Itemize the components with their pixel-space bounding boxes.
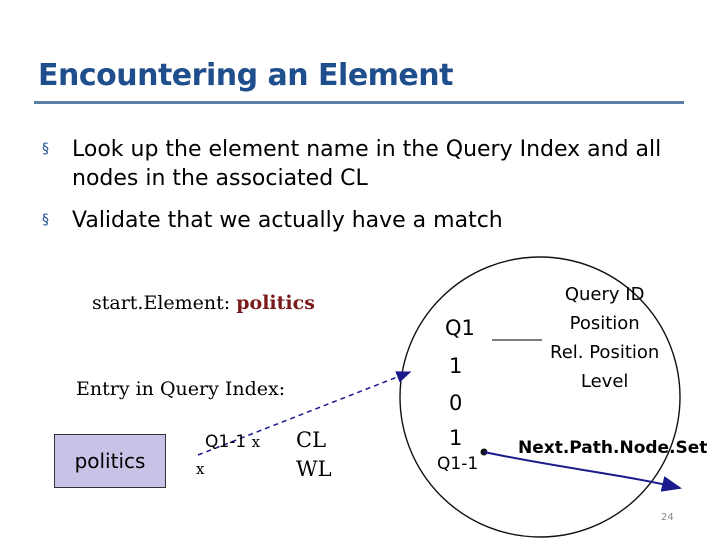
node-next-query: Q1-1 — [437, 454, 479, 474]
query-entry-x2: x — [196, 460, 205, 478]
start-prefix: start.Element: — [92, 292, 231, 314]
field-rel-position: Rel. Position — [550, 342, 660, 363]
node-circle — [399, 256, 681, 538]
pointer-arrow — [197, 371, 412, 456]
query-entry-label: Q1-1 — [205, 432, 247, 452]
node-rel-position: 0 — [449, 391, 463, 415]
node-query-id: Q1 — [445, 316, 475, 340]
field-position: Position — [569, 313, 640, 334]
bullet-marker-icon: § — [42, 212, 49, 228]
bullet-item: § Look up the element name in the Query … — [42, 135, 692, 193]
bullet-text: Look up the element name in the Query In… — [72, 137, 662, 191]
start-element-label: start.Element: politics — [92, 292, 315, 314]
next-arrow — [483, 451, 682, 492]
node-field-labels: Query ID Position Rel. Position Level — [550, 280, 659, 396]
query-entry-x: x — [251, 433, 261, 451]
field-query-id: Query ID — [564, 284, 645, 305]
bullet-marker-icon: § — [42, 141, 49, 157]
node-level: 1 — [449, 426, 463, 450]
page-number: 24 — [661, 512, 674, 523]
entry-label: Entry in Query Index: — [76, 378, 286, 400]
bullet-item: § Validate that we actually have a match — [42, 206, 692, 235]
field-level: Level — [580, 371, 629, 392]
cl-label: CL — [296, 428, 327, 452]
wl-label: WL — [296, 457, 332, 481]
bullet-text: Validate that we actually have a match — [72, 208, 503, 233]
next-path-node-set-label: Next.Path.Node.Set — [518, 438, 708, 458]
list-labels: CL WL — [296, 426, 332, 484]
title-underline — [34, 101, 684, 104]
start-element-name: politics — [236, 292, 315, 314]
query-entry: Q1-1 x — [205, 432, 260, 452]
slide-title: Encountering an Element — [38, 58, 453, 93]
index-key-box: politics — [54, 434, 166, 488]
node-position: 1 — [449, 354, 463, 378]
